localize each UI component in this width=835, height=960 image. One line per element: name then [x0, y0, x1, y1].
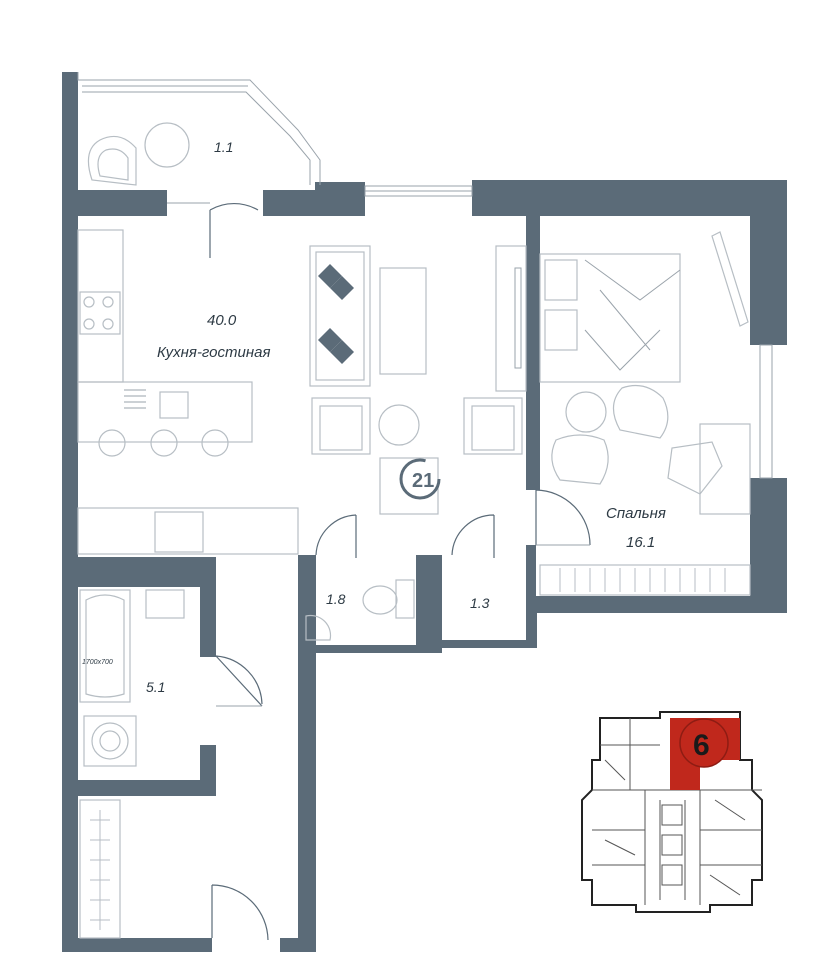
- stool-icon: [201, 429, 229, 457]
- balcony: 1.1: [77, 72, 321, 258]
- wc-door: [315, 514, 357, 558]
- svg-text:21: 21: [412, 470, 434, 492]
- bathtub-icon: [79, 589, 131, 703]
- room-area-wc: 1.8: [326, 591, 346, 607]
- bathroom: 1700x700: [79, 589, 263, 767]
- desk-icon: [699, 423, 751, 515]
- entrance-door: [211, 884, 269, 941]
- room-area-bedroom: 16.1: [626, 534, 655, 551]
- sink-icon: [159, 391, 189, 419]
- balcony-door: [209, 203, 259, 258]
- coffee-table-icon: [379, 267, 427, 375]
- watermark-logo: 21: [399, 458, 441, 500]
- sofa-icon: [309, 245, 371, 387]
- armchair-icon: [463, 397, 523, 455]
- walls: [62, 72, 787, 952]
- room-area-storage: 1.3: [470, 595, 490, 611]
- bedroom: [535, 231, 773, 596]
- cooktop-icon: [79, 291, 121, 335]
- toilet-icon: [362, 585, 398, 615]
- window-top: [364, 185, 473, 197]
- storage: [451, 514, 495, 558]
- wardrobe-icon: [79, 799, 121, 939]
- key-plan: 6: [581, 706, 764, 914]
- chair-icon: [551, 434, 609, 485]
- washing-machine-icon: [83, 715, 137, 767]
- chair-icon: [612, 385, 669, 439]
- window-right: [759, 344, 773, 479]
- sink-icon: [145, 589, 185, 619]
- room-area-bathroom: 5.1: [146, 679, 165, 695]
- room-name-bedroom: Спальня: [606, 505, 666, 522]
- mirror-icon: [711, 231, 749, 327]
- apartment-number: 6: [693, 729, 710, 762]
- desk-chair-icon: [667, 441, 723, 495]
- room-name-kitchen: Кухня-гостиная: [157, 344, 270, 361]
- bathroom-door: [215, 655, 263, 707]
- tv-unit: [495, 245, 527, 392]
- side-table-icon: [378, 404, 420, 446]
- bedroom-door: [535, 489, 591, 546]
- bathtub-size: 1700x700: [82, 659, 113, 666]
- sink-icon: [305, 614, 332, 641]
- living-room: [309, 245, 527, 515]
- storage-door: [451, 514, 495, 558]
- kitchen-island: [77, 381, 253, 443]
- kitchen: [77, 229, 299, 555]
- round-table-icon: [144, 122, 190, 168]
- hallway: [79, 799, 269, 941]
- bed-icon: [539, 253, 681, 383]
- chair-icon: [87, 135, 137, 186]
- room-area-balcony: 1.1: [214, 139, 233, 155]
- round-table-icon: [565, 391, 607, 433]
- wc: [305, 514, 415, 641]
- armchair-icon: [311, 397, 371, 455]
- stool-icon: [98, 429, 126, 457]
- stool-icon: [150, 429, 178, 457]
- room-area-kitchen: 40.0: [207, 312, 237, 329]
